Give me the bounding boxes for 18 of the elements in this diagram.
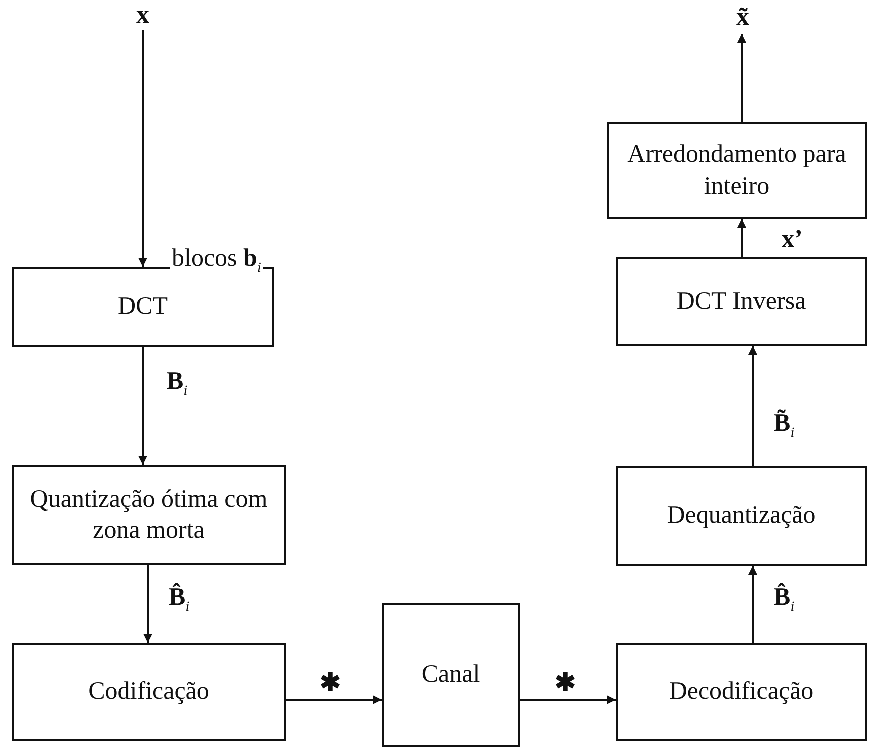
arrow <box>286 696 382 704</box>
process-box: Decodificação <box>616 643 867 741</box>
arrow <box>138 347 148 465</box>
signal-label: x̃ <box>728 0 758 34</box>
process-box: Codificação <box>12 643 286 741</box>
process-box: Canal <box>382 603 520 747</box>
process-box: Quantização ótima com zona morta <box>12 465 286 565</box>
signal-label: x <box>128 0 158 30</box>
process-box: DCT Inversa <box>616 257 867 346</box>
arrow <box>520 696 616 704</box>
arrow <box>738 219 746 257</box>
arrow <box>748 566 758 643</box>
arrow <box>748 346 758 466</box>
arrow <box>144 565 152 643</box>
arrow <box>738 34 746 122</box>
process-box: Dequantização <box>616 466 867 566</box>
arrow <box>138 30 148 267</box>
process-box: Arredondamento para inteiro <box>607 122 867 219</box>
